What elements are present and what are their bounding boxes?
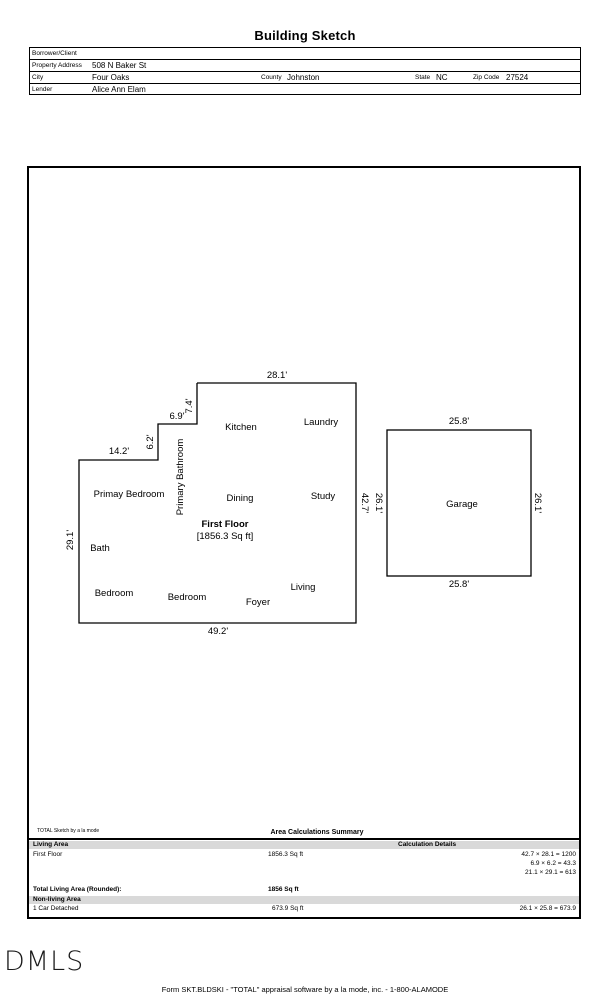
dim-left: 29.1': [65, 530, 76, 550]
room-bedroom-2: Bedroom: [168, 592, 207, 603]
city-value: Four Oaks: [92, 73, 130, 82]
floor-area: [1856.3 Sq ft]: [197, 531, 254, 542]
dim-step-h-left: 14.2': [109, 446, 129, 457]
city-label: City: [32, 74, 44, 81]
room-primary-bedroom: Primay Bedroom: [94, 489, 165, 500]
room-foyer: Foyer: [246, 597, 270, 608]
non-living-band: Non-living Area: [29, 896, 579, 904]
zip-value: 27524: [506, 73, 529, 82]
room-dining: Dining: [227, 493, 254, 504]
first-floor-label: First Floor: [33, 851, 63, 858]
lender-row: Lender Alice Ann Elam: [30, 84, 580, 96]
total-living-label: Total Living Area (Rounded):: [33, 886, 122, 893]
dim-bottom: 49.2': [208, 626, 228, 637]
calc-line-3: 21.1 × 29.1 = 613: [525, 869, 576, 876]
non-living-label: Non-living Area: [33, 896, 81, 903]
floor-name: First Floor: [202, 519, 249, 530]
room-primary-bathroom: Primary Bathroom: [175, 439, 186, 516]
page-title: Building Sketch: [254, 28, 356, 43]
area-summary-table: Living Area Calculation Details First Fl…: [29, 838, 579, 917]
property-header-table: Borrower/Client Property Address 508 N B…: [29, 47, 581, 95]
room-bedroom-1: Bedroom: [95, 588, 134, 599]
dmls-watermark: DMLS: [4, 946, 85, 977]
zip-label: Zip Code: [473, 74, 500, 81]
form-footer: Form SKT.BLDSKI - "TOTAL" appraisal soft…: [161, 985, 449, 994]
address-label: Property Address: [32, 62, 82, 69]
calc-line-2: 6.9 × 6.2 = 43.3: [530, 860, 576, 867]
garage-area-label: 1 Car Detached: [33, 905, 79, 912]
dim-step-v-top: 7.4': [184, 398, 195, 413]
lender-value: Alice Ann Elam: [92, 85, 146, 94]
room-laundry: Laundry: [304, 417, 339, 428]
room-garage: Garage: [446, 499, 478, 510]
garage-area-value: 673.9 Sq ft: [272, 905, 304, 912]
calc-line-1: 42.7 × 28.1 = 1200: [521, 851, 576, 858]
address-row: Property Address 508 N Baker St: [30, 60, 580, 72]
dim-garage-right: 26.1': [532, 493, 543, 513]
county-label: County: [261, 74, 282, 81]
garage-calc: 26.1 × 25.8 = 673.9: [519, 905, 576, 912]
house-outline: [78, 382, 357, 624]
floor-plan-drawing: 28.1' 7.4' 6.9' 6.2' 14.2' 29.1' 49.2' 4…: [65, 370, 543, 637]
living-area-label: Living Area: [33, 841, 69, 848]
room-living: Living: [291, 582, 316, 593]
dim-garage-bottom: 25.8': [449, 579, 469, 590]
dim-top: 28.1': [267, 370, 287, 381]
first-floor-value: 1856.3 Sq ft: [268, 851, 304, 858]
room-study: Study: [311, 491, 336, 502]
lender-label: Lender: [32, 86, 53, 93]
state-label: State: [415, 74, 431, 81]
dim-step-v-mid: 6.2': [145, 434, 156, 449]
garage-outline: [386, 429, 532, 577]
borrower-label: Borrower/Client: [32, 50, 77, 57]
room-kitchen: Kitchen: [225, 422, 257, 433]
county-value: Johnston: [287, 73, 320, 82]
total-living-value: 1856 Sq ft: [268, 886, 299, 893]
borrower-row: Borrower/Client: [30, 48, 580, 60]
city-row: City Four Oaks County Johnston State NC …: [30, 72, 580, 84]
calc-details-label: Calculation Details: [398, 841, 457, 848]
dim-garage-top: 25.8': [449, 416, 469, 427]
sketch-credit: TOTAL Sketch by a la mode: [37, 828, 100, 834]
address-value: 508 N Baker St: [92, 61, 147, 70]
summary-title: Area Calculations Summary: [270, 829, 364, 836]
living-area-band: Living Area Calculation Details: [29, 841, 579, 849]
dim-step-h-mid: 6.9': [169, 411, 184, 422]
dim-garage-left: 26.1': [373, 493, 384, 513]
state-value: NC: [436, 73, 448, 82]
sketch-frame: 28.1' 7.4' 6.9' 6.2' 14.2' 29.1' 49.2' 4…: [27, 166, 581, 919]
room-bath: Bath: [90, 543, 110, 554]
dim-right: 42.7': [359, 493, 370, 513]
